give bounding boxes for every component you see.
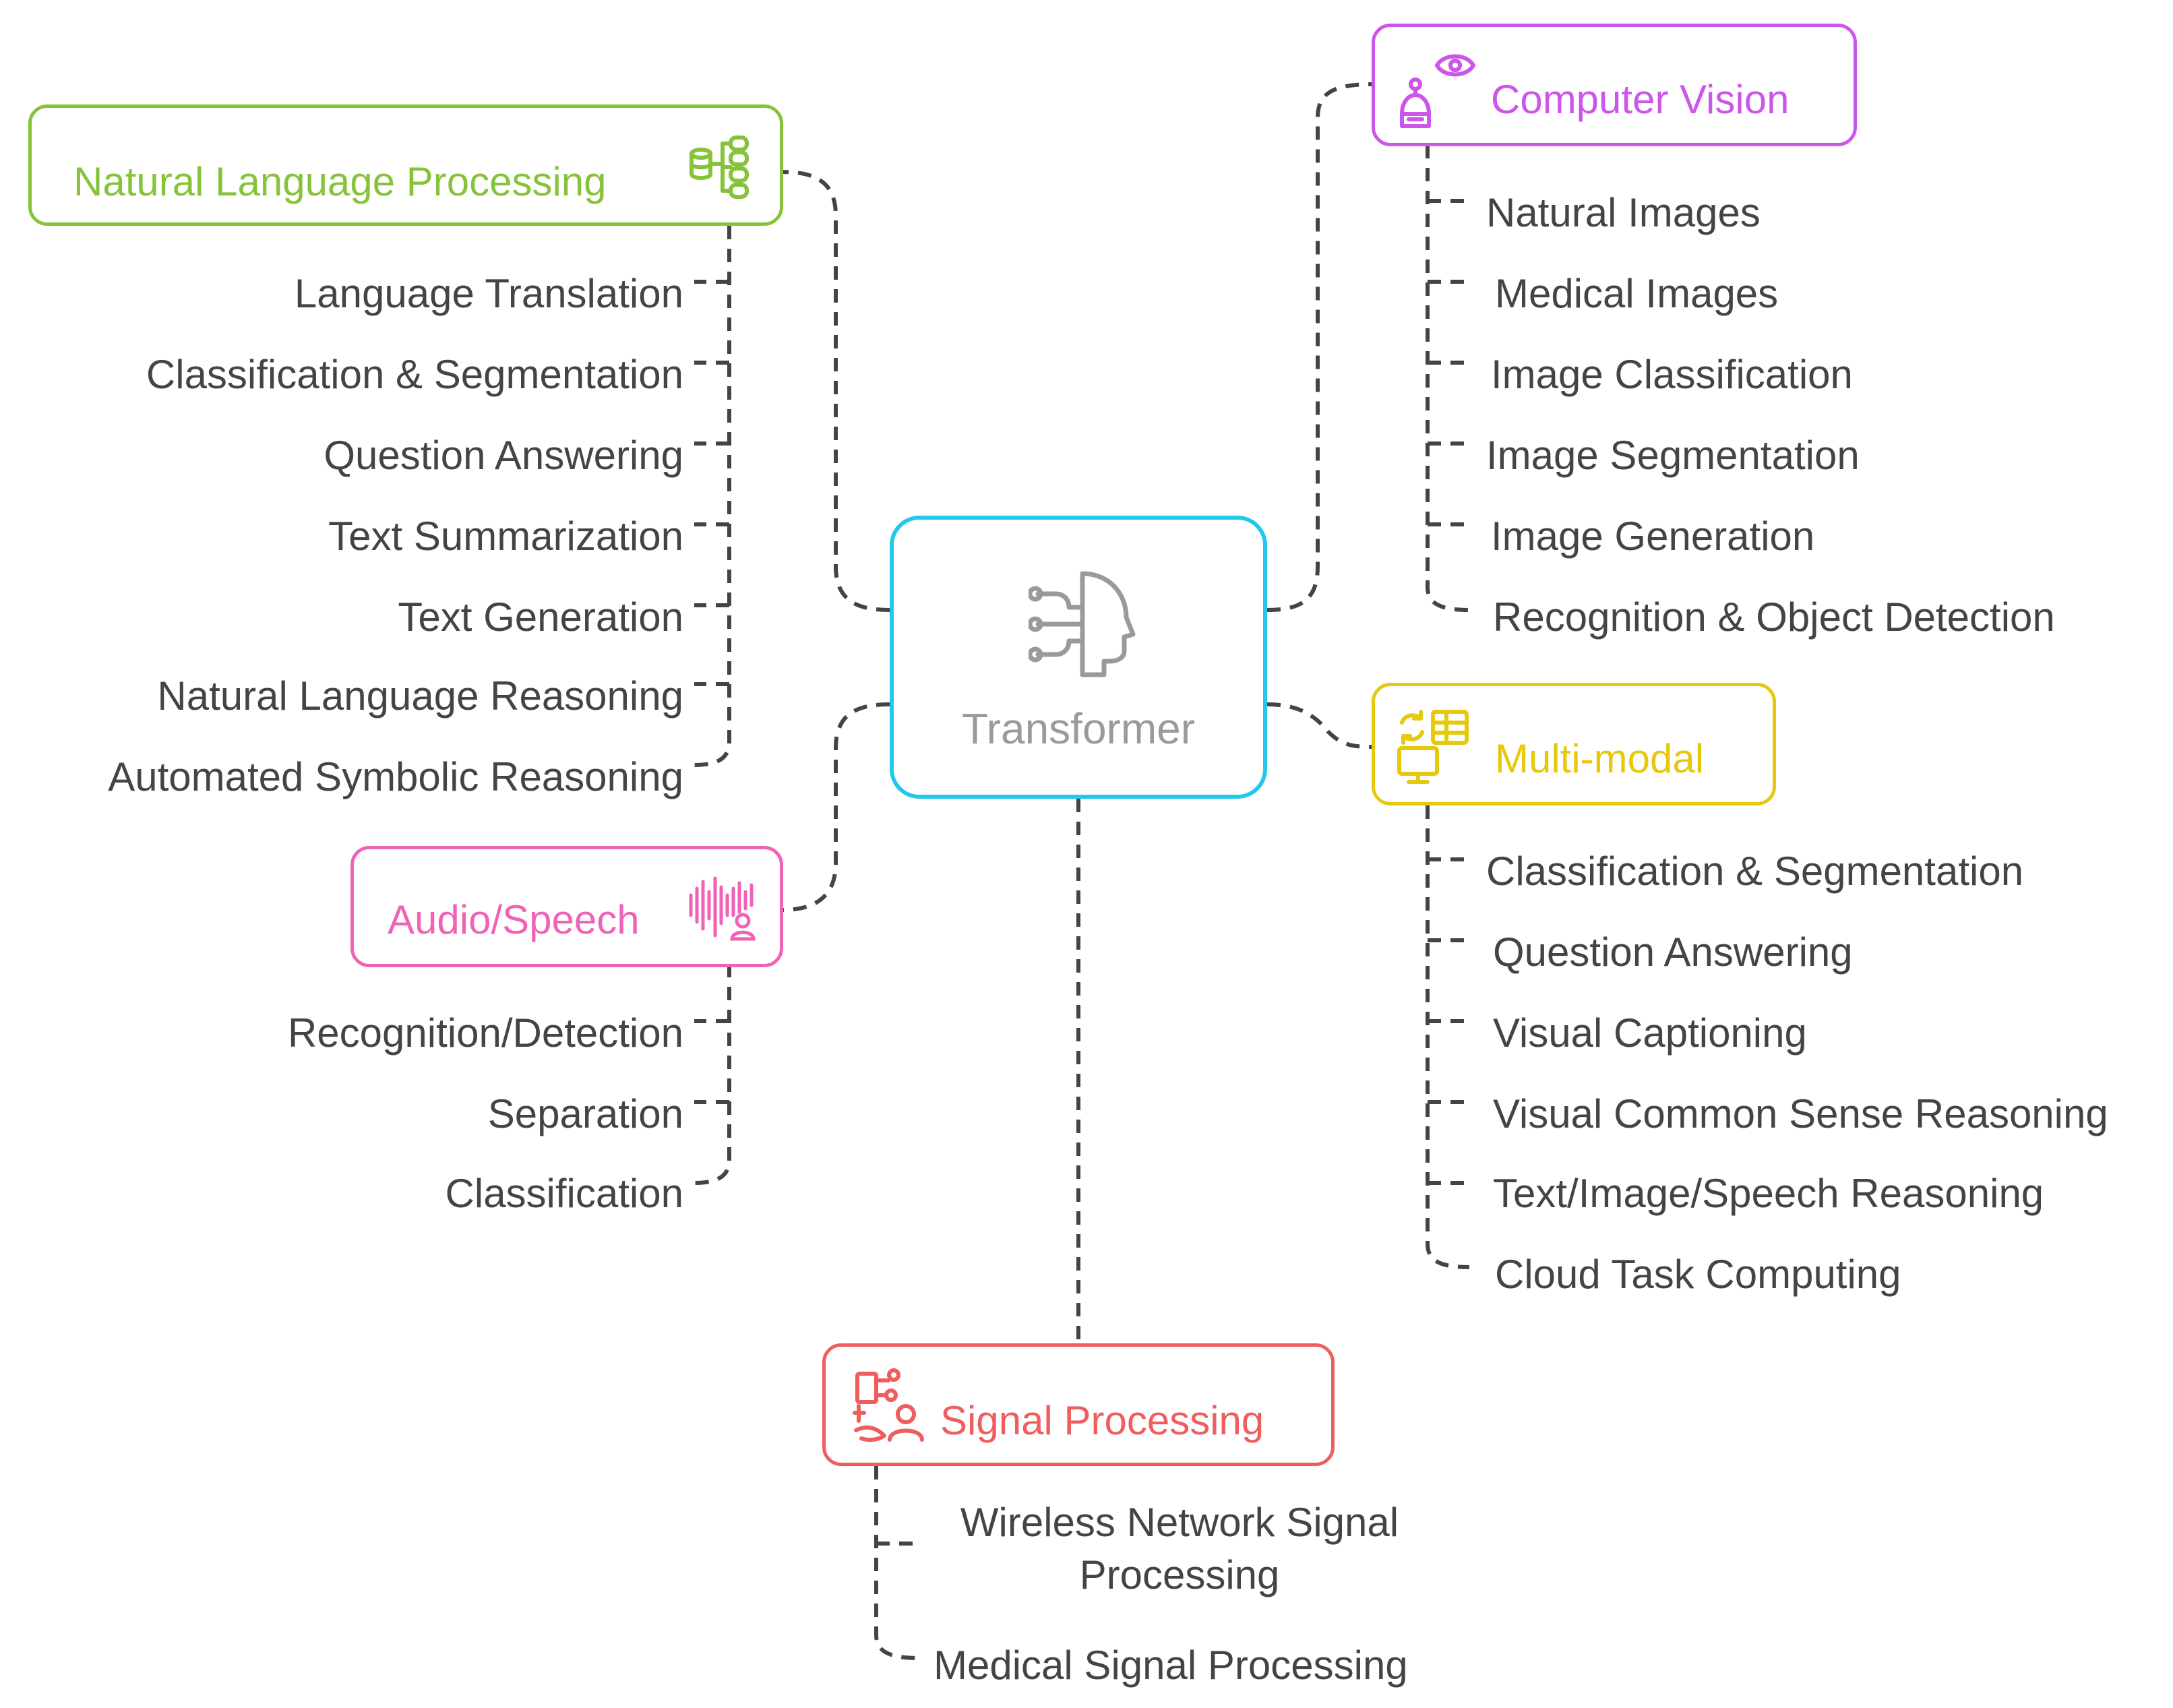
vision-item: Recognition & Object Detection [1493,594,2055,640]
audio-node[interactable]: Audio/Speech [350,846,783,967]
signal-item: Medical Signal Processing [934,1643,1408,1688]
audio-title: Audio/Speech [388,897,640,942]
link-center-multimodal [1266,702,1372,749]
center-label: Transformer [961,704,1196,753]
nlp-item: Automated Symbolic Reasoning [108,754,683,799]
nlp-item: Question Answering [324,433,683,478]
vision-item: Image Classification [1491,352,1853,397]
vision-item: Image Segmentation [1486,433,1860,478]
ai-head-icon [1029,571,1136,677]
nlp-item: Natural Language Reasoning [157,673,683,719]
database-tree-icon [690,135,749,199]
link-center-audio [781,702,890,912]
multimodal-item: Question Answering [1493,929,1853,975]
link-center-vision [1266,82,1372,612]
multimodal-item: Visual Common Sense Reasoning [1493,1091,2108,1136]
vision-title: Computer Vision [1491,77,1789,122]
signal-trunk [874,1466,921,1660]
multimodal-title: Multi-modal [1495,736,1705,781]
vision-item: Image Generation [1491,514,1815,559]
nlp-title: Natural Language Processing [73,159,607,204]
nlp-item: Classification & Segmentation [146,352,683,397]
link-center-nlp [781,170,890,612]
signal-item: Wireless Network Signal Processing [960,1500,1399,1597]
soundwave-person-icon [689,876,756,941]
signal-hand-icon [853,1368,924,1442]
vision-node[interactable]: Computer Vision [1372,24,1857,146]
audio-item: Separation [487,1091,683,1136]
audio-trunk [694,964,731,1185]
nlp-item: Text Summarization [328,514,683,559]
multimodal-trunk [1426,805,1470,1269]
audio-item: Recognition/Detection [287,1010,683,1056]
signal-title: Signal Processing [940,1398,1264,1443]
multimodal-node[interactable]: Multi-modal [1372,683,1776,805]
nlp-node[interactable]: Natural Language Processing [28,104,783,226]
vision-item: Medical Images [1495,271,1779,316]
robot-eye-icon [1400,54,1475,128]
multimodal-item: Classification & Segmentation [1486,849,2024,894]
monitor-table-icon [1397,710,1469,784]
center-node[interactable]: Transformer [890,516,1267,799]
signal-node[interactable]: Signal Processing [822,1343,1335,1466]
vision-trunk [1426,145,1470,612]
audio-item: Classification [445,1171,683,1216]
multimodal-item: Visual Captioning [1493,1010,1807,1056]
nlp-item: Text Generation [398,594,683,640]
vision-item: Natural Images [1486,190,1761,235]
nlp-item: Language Translation [294,271,683,316]
multimodal-item: Cloud Task Computing [1495,1252,1901,1297]
nlp-trunk [694,226,731,767]
multimodal-item: Text/Image/Speech Reasoning [1493,1171,2044,1216]
